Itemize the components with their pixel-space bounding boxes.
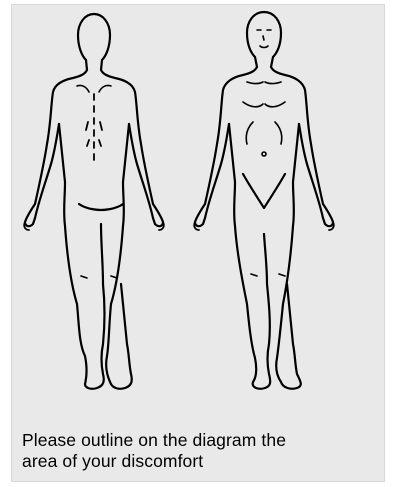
back-arm-inner [35,124,153,218]
back-view-figure[interactable] [24,14,164,389]
front-torso-legs [229,124,301,389]
front-head-outline [195,12,333,226]
instruction-text: Please outline on the diagram the area o… [22,430,384,472]
front-groin-lines [243,174,285,208]
instruction-line-2: area of your discomfort [22,451,384,472]
back-spine-dashes [86,94,102,160]
front-collarbones [247,82,281,84]
front-arm-inner [205,124,323,218]
front-knee-marks [251,274,285,276]
front-chest-marks [243,102,285,144]
front-view-figure[interactable] [194,12,334,389]
back-shoulder-marks [77,85,111,92]
front-face [257,30,271,48]
back-hands [24,222,164,230]
back-knee-marks [81,276,117,278]
front-navel [262,152,266,156]
back-buttock-line [79,204,123,210]
instruction-line-1: Please outline on the diagram the [22,430,384,451]
front-hands [194,222,334,230]
back-torso-legs [59,124,132,389]
body-diagram[interactable] [11,4,385,424]
